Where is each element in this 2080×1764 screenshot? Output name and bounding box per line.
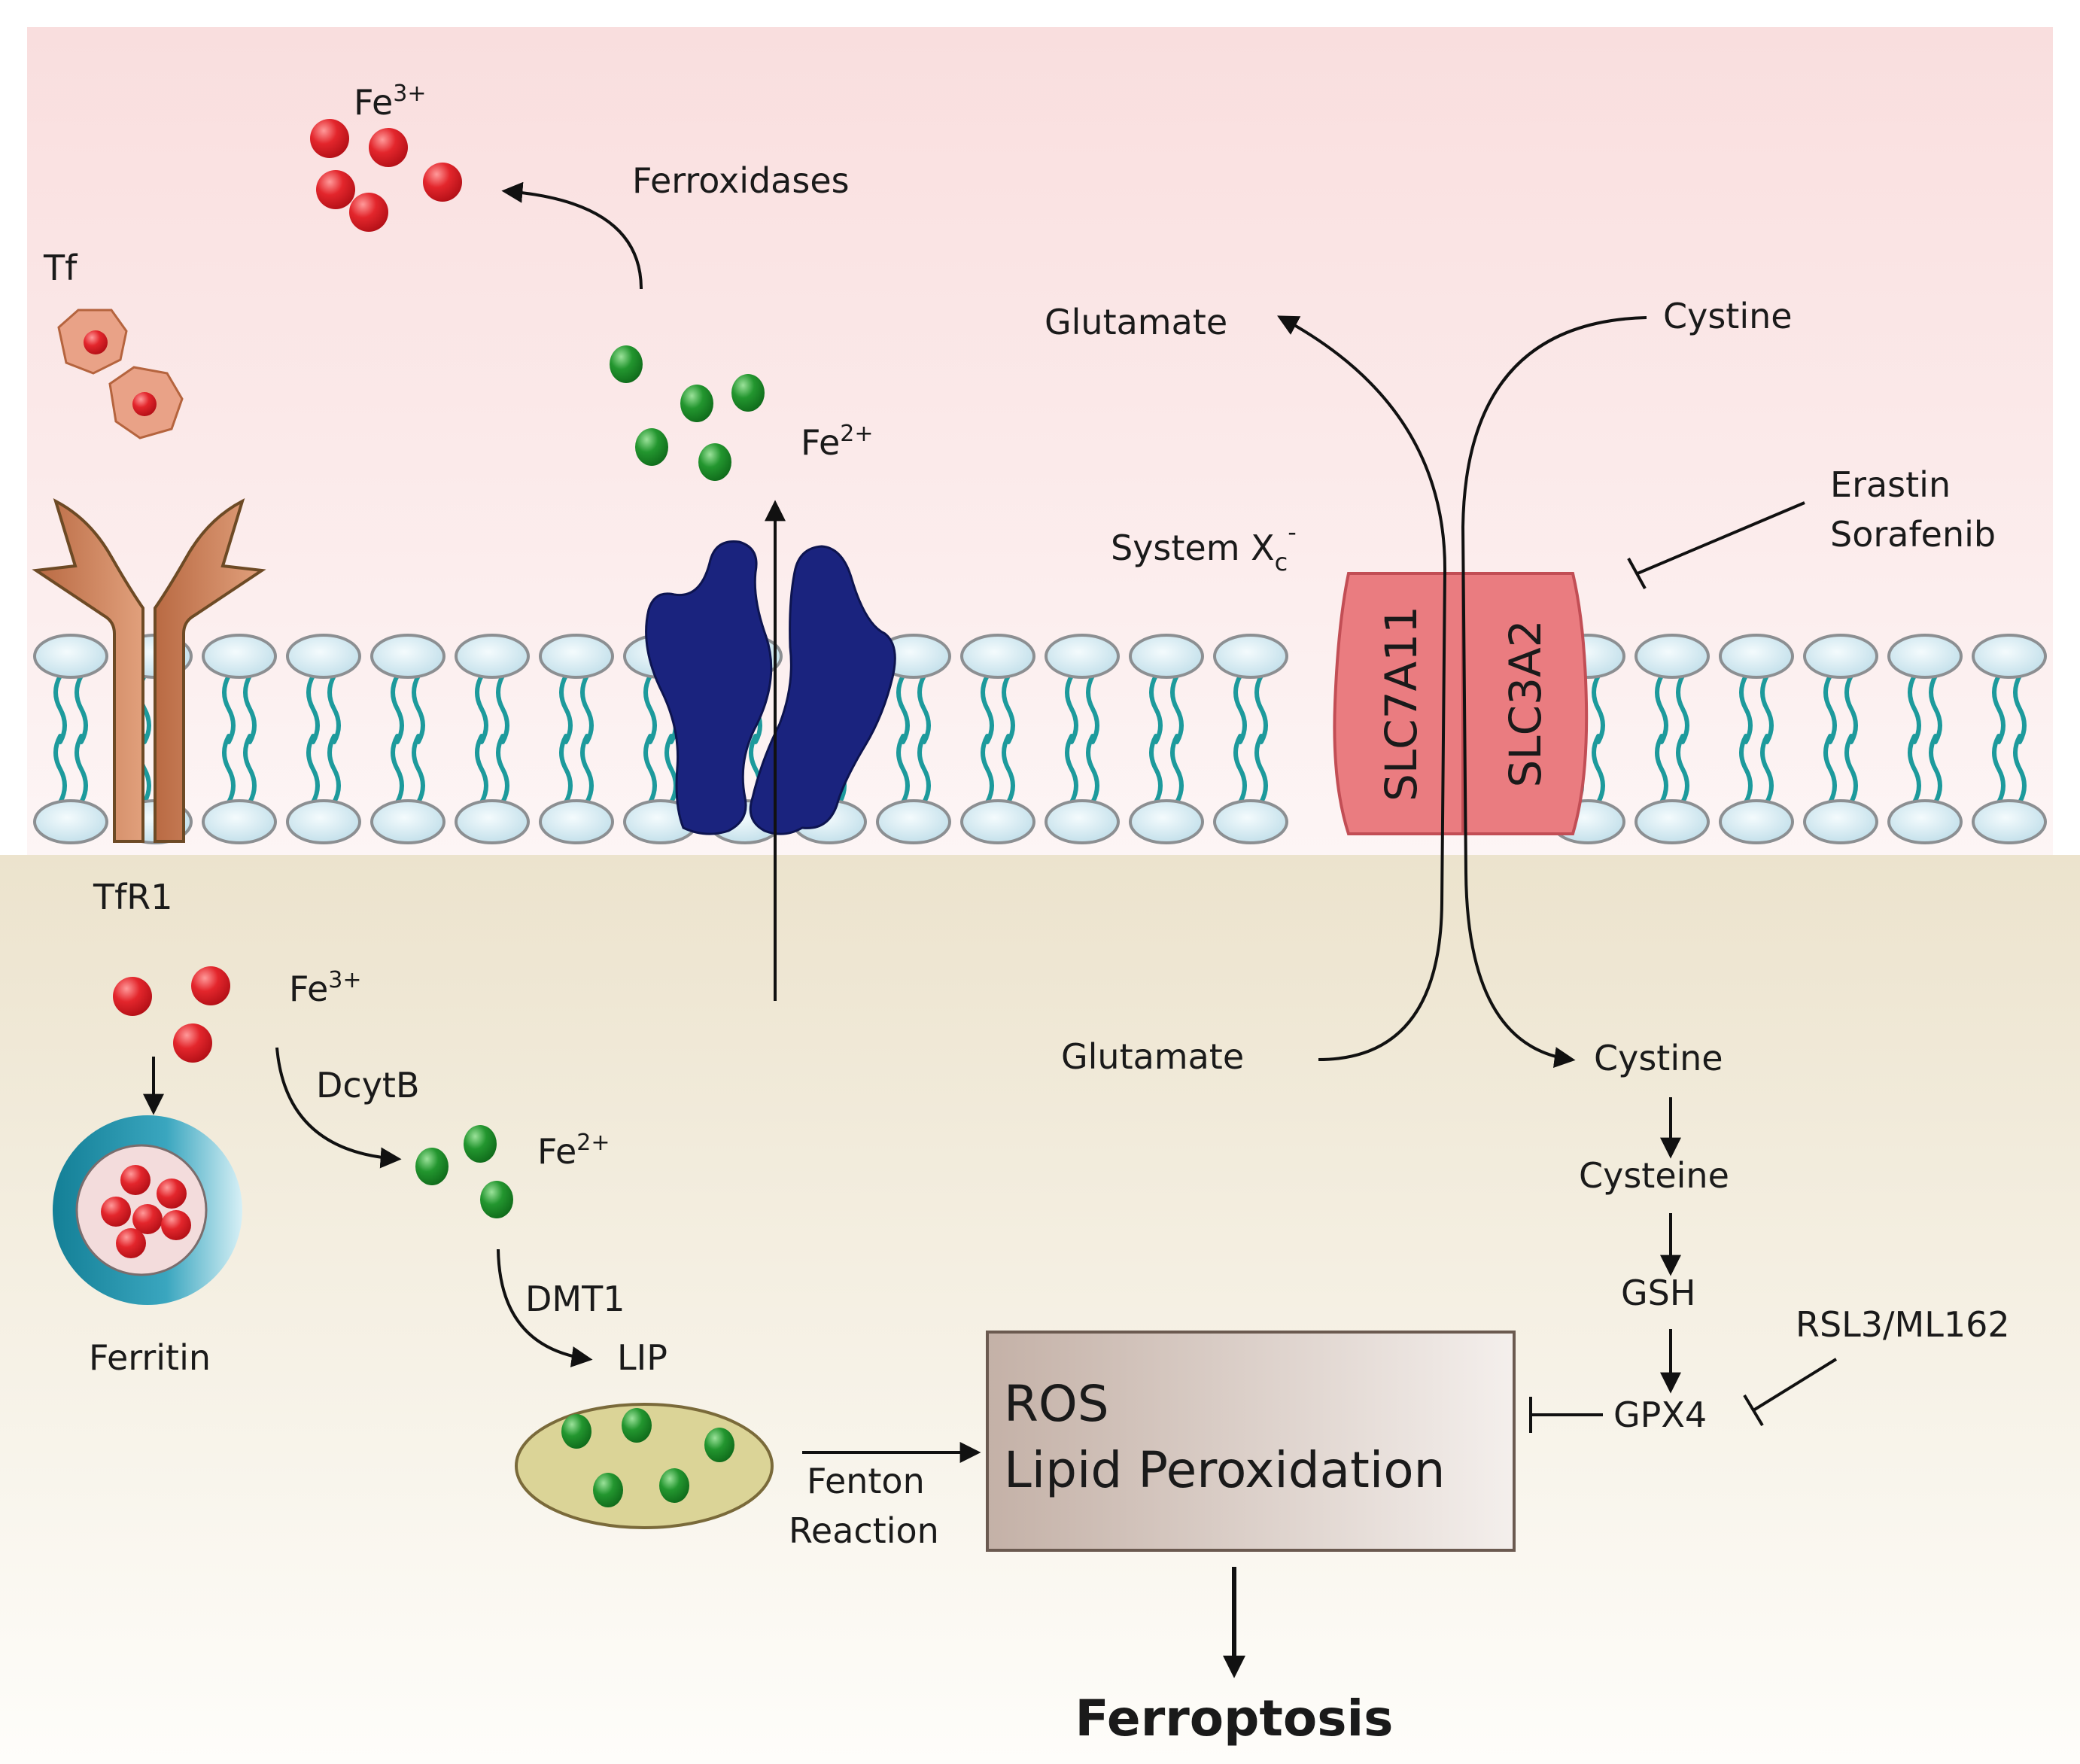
lipid-bilayer-membrane	[33, 634, 2047, 844]
extracellular-space	[27, 27, 2053, 855]
pathway-arrows	[143, 181, 1681, 1678]
cystine-intracellular-label: Cystine	[1594, 1038, 1723, 1078]
labile-iron-pool	[515, 1403, 774, 1529]
glutamate-intracellular-label: Glutamate	[1061, 1036, 1244, 1077]
lip-label: LIP	[617, 1337, 667, 1378]
fenton-label-line2: Reaction	[789, 1510, 939, 1551]
cytoplasm-space	[0, 855, 2080, 1764]
ferroptosis-label: Ferroptosis	[1075, 1689, 1394, 1747]
tf-label: Tf	[43, 248, 78, 288]
glutamate-extracellular-label: Glutamate	[1045, 302, 1227, 342]
ros-box	[986, 1331, 1516, 1552]
gsh-label: GSH	[1621, 1273, 1695, 1313]
dcytb-label: DcytB	[316, 1065, 420, 1106]
system-xc-label: System Xc-	[1111, 518, 1297, 576]
tfr1-label: TfR1	[93, 877, 173, 917]
fe2-top-label: Fe2+	[801, 421, 873, 463]
fenton-label-line1: Fenton	[807, 1461, 925, 1501]
cysteine-label: Cysteine	[1579, 1155, 1729, 1196]
fe3-intracellular-label: Fe3+	[289, 967, 361, 1009]
gpx4-label: GPX4	[1613, 1394, 1707, 1435]
cystine-extracellular-label: Cystine	[1663, 296, 1793, 336]
slc7a11-label: SLC7A11	[1376, 606, 1427, 801]
sorafenib-label: Sorafenib	[1830, 514, 1996, 555]
fe3-top-label: Fe3+	[354, 81, 426, 123]
system-xc-transporter: SLC7A11 SLC3A2	[1333, 572, 1589, 835]
fe2-ions-intracellular	[415, 1125, 513, 1218]
ferroxidases-label: Ferroxidases	[632, 160, 850, 201]
tfr1-receptor	[32, 498, 266, 843]
rsl3-ml162-label: RSL3/ML162	[1796, 1304, 2010, 1345]
fe2-intracellular-label: Fe2+	[537, 1130, 610, 1172]
ferroportin-channel	[645, 540, 896, 835]
slc3a2-label: SLC3A2	[1500, 619, 1551, 787]
transferrin-molecules	[57, 309, 184, 439]
fe2-ions-extracellular	[610, 345, 765, 481]
fe3-ions-intracellular	[113, 966, 230, 1063]
dmt1-label: DMT1	[525, 1279, 625, 1319]
ferritin-cage	[53, 1115, 242, 1305]
erastin-label: Erastin	[1830, 464, 1951, 505]
ferritin-label: Ferritin	[89, 1337, 211, 1378]
lipid-peroxidation-label: Lipid Peroxidation	[1004, 1441, 1445, 1499]
ros-label: ROS	[1004, 1375, 1109, 1433]
fe3-ions-extracellular	[310, 119, 462, 232]
inhibition-lines	[1529, 501, 1838, 1433]
